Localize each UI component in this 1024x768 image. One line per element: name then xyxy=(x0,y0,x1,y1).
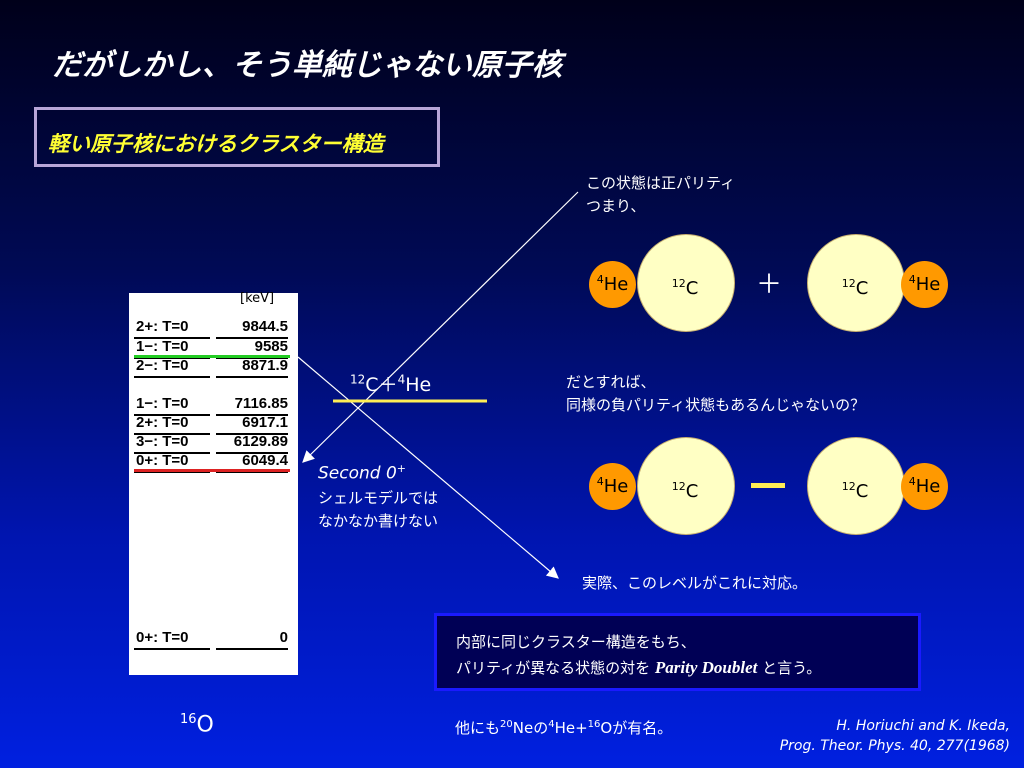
level-energy: 8871.9 xyxy=(242,357,288,374)
level-label: 2+: T=0 xyxy=(136,414,189,431)
level-line-right xyxy=(216,337,288,339)
arrow-to-second-zero xyxy=(302,191,579,463)
c12-circle-right-bottom xyxy=(807,437,905,535)
level-label: 2+: T=0 xyxy=(136,318,189,335)
level-label: 0+: T=0 xyxy=(136,452,189,469)
level-line-left xyxy=(134,433,210,435)
level-label: 1−: T=0 xyxy=(136,338,189,355)
level-line-left xyxy=(134,452,210,454)
c12-circle-left-top xyxy=(637,234,735,332)
slide-title: だがしかし、そう単純じゃない原子核 xyxy=(52,48,562,83)
level-line-right xyxy=(216,452,288,454)
doublet-line2: パリティが異なる状態の対を Parity Doublet と言う。 xyxy=(456,658,822,677)
level-energy: 7116.85 xyxy=(234,395,288,412)
subtitle-frame xyxy=(34,107,440,167)
he4-circle-left-top xyxy=(589,261,636,308)
reference-line2: Prog. Theor. Phys. 40, 277(1968) xyxy=(779,738,1010,754)
positive-parity-line1: この状態は正パリティ xyxy=(586,174,736,192)
level-label: 2−: T=0 xyxy=(136,357,189,374)
c12-label-right-bottom: 12C xyxy=(841,480,869,502)
level-energy: 6917.1 xyxy=(242,414,288,431)
level-label: 0+: T=0 xyxy=(136,629,189,646)
he4-circle-left-bottom xyxy=(589,463,636,510)
c12-label-left-bottom: 12C xyxy=(671,480,699,502)
actual-text: 実際、このレベルがこれに対応。 xyxy=(582,574,808,592)
level-line-right xyxy=(216,433,288,435)
level-energy: 6049.4 xyxy=(242,452,288,469)
second-zero-line2: シェルモデルでは xyxy=(318,489,439,507)
plus-sign: ＋ xyxy=(756,270,783,300)
level-line-left xyxy=(134,648,210,650)
level-line-left xyxy=(134,471,210,473)
highlight-negative-parity-level xyxy=(134,355,290,358)
nucleus-label: 16O xyxy=(180,712,214,738)
negative-question-line2: 同様の負パリティ状態もあるんじゃないの？ xyxy=(566,396,866,414)
c12-label-left-top: 12C xyxy=(671,277,699,299)
level-label: 1−: T=0 xyxy=(136,395,189,412)
level-label: 3−: T=0 xyxy=(136,433,189,450)
level-energy: 9585 xyxy=(254,338,288,355)
level-line-left xyxy=(134,337,210,339)
level-line-right xyxy=(216,471,288,473)
negative-question-line1: だとすれば、 xyxy=(566,373,656,391)
he4-label-right-top: 4He xyxy=(908,273,941,295)
he4-circle-right-bottom xyxy=(901,463,948,510)
level-line-left xyxy=(134,414,210,416)
level-line-right xyxy=(216,357,288,359)
threshold-label: 12C＋4He xyxy=(350,372,432,396)
minus-sign xyxy=(751,483,785,488)
positive-parity-line2: つまり、 xyxy=(586,197,646,215)
level-line-right xyxy=(216,648,288,650)
c12-label-right-top: 12C xyxy=(841,277,869,299)
arrow-to-actual xyxy=(297,356,559,579)
parity-doublet-box xyxy=(434,613,921,691)
level-energy: 0 xyxy=(279,629,288,646)
others-text: 他にも20Neの4He+16Oが有名。 xyxy=(455,719,673,737)
c12-circle-right-top xyxy=(807,234,905,332)
c12-circle-left-bottom xyxy=(637,437,735,535)
level-energy: 9844.5 xyxy=(242,318,288,335)
level-energy: 6129.89 xyxy=(233,433,288,450)
he4-circle-right-top xyxy=(901,261,948,308)
second-zero-line3: なかなか書けない xyxy=(318,512,439,530)
level-line-left xyxy=(134,357,210,359)
he4-label-left-bottom: 4He xyxy=(596,475,629,497)
subtitle: 軽い原子核におけるクラスター構造 xyxy=(48,132,384,156)
level-line-right xyxy=(216,414,288,416)
reference-line1: H. Horiuchi and K. Ikeda, xyxy=(836,718,1010,734)
doublet-line1: 内部に同じクラスター構造をもち、 xyxy=(456,633,696,651)
he4-label-right-bottom: 4He xyxy=(908,475,941,497)
level-line-left xyxy=(134,376,210,378)
energy-unit: [keV] xyxy=(240,291,275,306)
second-zero-title: Second 0+ xyxy=(318,462,407,484)
he4-label-left-top: 4He xyxy=(596,273,629,295)
level-line-right xyxy=(216,376,288,378)
highlight-second-zero-level xyxy=(134,469,290,472)
